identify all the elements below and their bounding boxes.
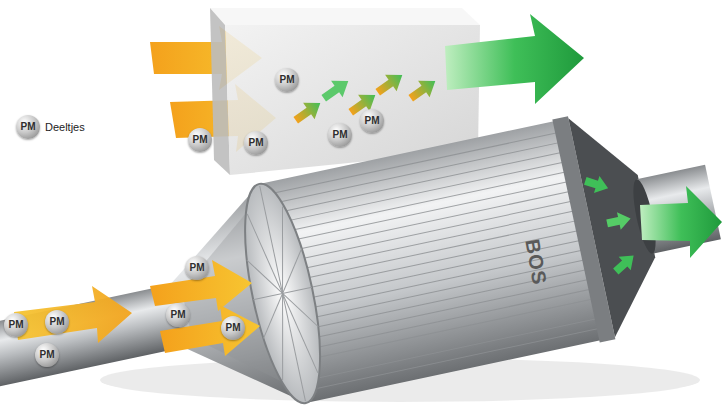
particle-label: PM bbox=[190, 263, 205, 273]
flow-arrow bbox=[290, 95, 326, 129]
particle-label: PM bbox=[171, 310, 186, 320]
particle-circle: PM bbox=[221, 316, 245, 340]
particle-circle: PM bbox=[360, 109, 384, 133]
filter-face-cells bbox=[230, 180, 334, 405]
legend-text: Deeltjes bbox=[45, 122, 85, 133]
inflow-arrow bbox=[14, 286, 132, 343]
particle-circle: PM bbox=[328, 123, 352, 147]
inflow-arrow bbox=[160, 305, 260, 356]
filter-body bbox=[259, 119, 611, 403]
particle-circle: PM bbox=[4, 313, 28, 337]
particle-label: PM bbox=[280, 75, 295, 85]
particle-circle: PM bbox=[35, 343, 59, 367]
inflow-arrow bbox=[150, 260, 252, 311]
flow-arrow bbox=[605, 210, 632, 233]
filter-face bbox=[230, 178, 335, 405]
flow-arrow bbox=[372, 67, 408, 101]
particle-circle: PM bbox=[275, 68, 299, 92]
particle-label: PM bbox=[193, 135, 208, 145]
outflow-arrow bbox=[640, 186, 722, 258]
particulate-filter bbox=[0, 90, 726, 405]
particle-label: PM bbox=[333, 130, 348, 140]
particle-circle: PM bbox=[166, 303, 190, 327]
particle-label: PM bbox=[365, 116, 380, 126]
flow-arrow bbox=[318, 73, 354, 107]
outflow-arrow bbox=[445, 14, 584, 104]
legend-sample: PM bbox=[16, 115, 40, 139]
flow-arrow bbox=[583, 172, 611, 197]
particle-label: PM bbox=[226, 323, 241, 333]
particle-circle: PM bbox=[45, 310, 69, 334]
legend-sample-label: PM bbox=[21, 122, 36, 132]
flow-arrow bbox=[610, 249, 640, 278]
filter-wall-top bbox=[210, 8, 480, 25]
particle-label: PM bbox=[249, 138, 264, 148]
flow-arrow bbox=[405, 73, 441, 107]
particle-circle: PM bbox=[188, 128, 212, 152]
particle-circle: PM bbox=[185, 256, 209, 280]
particle-label: PM bbox=[40, 350, 55, 360]
particle-label: PM bbox=[9, 320, 24, 330]
particle-label: PM bbox=[50, 317, 65, 327]
particle-circle: PM bbox=[244, 131, 268, 155]
